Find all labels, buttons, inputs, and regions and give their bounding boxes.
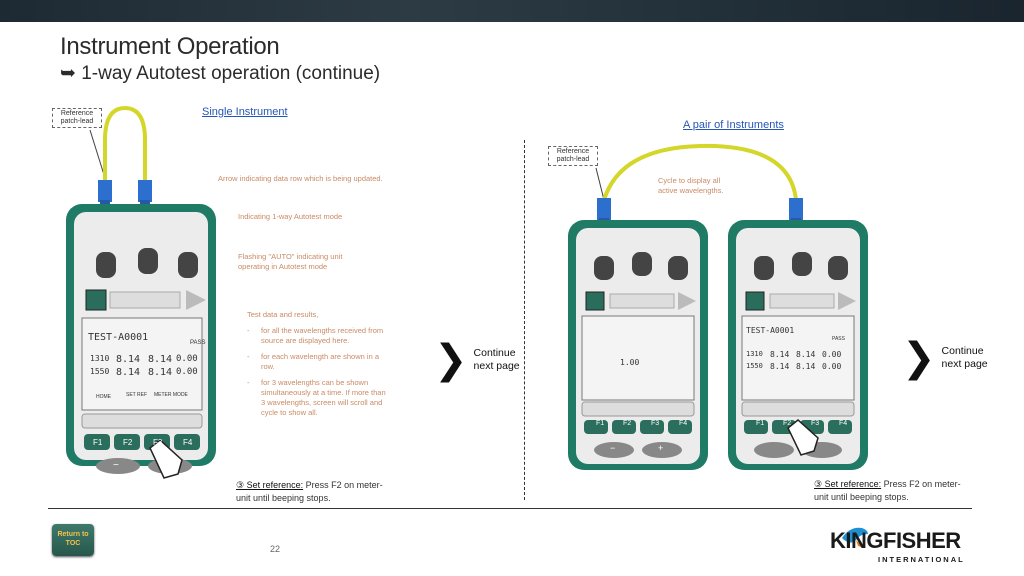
kingfisher-bird-icon (842, 527, 868, 548)
key-a-f1[interactable]: F1 (596, 420, 605, 427)
screen-row1-loss: 0.00 (176, 354, 198, 364)
screen-b-row1-value-b: 8.14 (796, 350, 816, 359)
screen-b-row2-wavelength: 1550 (746, 362, 763, 370)
reference-patch-lead-callout: Reference patch-lead (52, 108, 102, 128)
key-minus[interactable]: − (113, 460, 119, 471)
logo-subtext: INTERNATIONAL (878, 555, 965, 564)
paired-instruments-devices (568, 143, 868, 470)
toc-label: Return to TOC (57, 531, 89, 547)
logo-text: KINGFISHER (830, 528, 961, 553)
step-text: Press F2 on meter-unit until beeping sto… (236, 480, 383, 503)
return-to-toc-button[interactable]: Return to TOC (52, 524, 94, 556)
screen-test-id: TEST-A0001 (88, 332, 149, 343)
step-text: Press F2 on meter-unit until beeping sto… (814, 479, 961, 502)
key-a-f2[interactable]: F2 (623, 420, 632, 427)
annotation-results-item: for each wavelength are shown in a row. (247, 352, 387, 372)
softkey-meter-mode: METER MODE (154, 392, 188, 398)
key-a-f4[interactable]: F4 (679, 420, 688, 427)
top-banner (0, 0, 1024, 22)
section-divider (524, 140, 525, 500)
key-b-f4[interactable]: F4 (839, 420, 848, 427)
annotation-autotest-mode: Indicating 1-way Autotest mode (238, 212, 343, 221)
screen-row1-value-b: 8.14 (148, 354, 173, 365)
step-title: ③ Set reference: (236, 480, 304, 490)
screen-pass: PASS (190, 340, 206, 346)
screen-b-row1-value-a: 8.14 (770, 350, 790, 359)
annotation-test-results: Test data and results, for all the wavel… (247, 310, 387, 418)
chevron-right-icon: ❯ (902, 335, 936, 381)
screen-row2-wavelength: 1550 (90, 367, 110, 376)
page-number: 22 (270, 544, 281, 554)
key-b-f1[interactable]: F1 (756, 420, 765, 427)
annotation-results-title: Test data and results, (247, 310, 319, 319)
annotation-cycle-wavelengths: Cycle to display all active wavelengths. (658, 176, 724, 195)
pair-of-instruments-link[interactable]: A pair of Instruments (683, 119, 784, 131)
continue-next-page-right[interactable]: ❯ Continue next page (902, 335, 988, 381)
screen-b-pass: PASS (832, 336, 845, 342)
screen-row2-value-b: 8.14 (148, 367, 173, 378)
page-subtitle: ➥ 1-way Autotest operation (continue) (60, 63, 381, 84)
softkey-home: HOME (96, 394, 111, 400)
page-title: Instrument Operation (60, 33, 280, 60)
screen-b-row1-loss: 0.00 (822, 350, 842, 359)
annotation-arrow-row: Arrow indicating data row which is being… (218, 174, 383, 183)
single-instrument-link[interactable]: Single Instrument (202, 106, 288, 118)
key-b-f3[interactable]: F3 (811, 420, 820, 427)
continue-next-page-left[interactable]: ❯ Continue next page (434, 337, 520, 383)
key-a-minus[interactable]: − (610, 443, 616, 453)
annotation-results-item: for all the wavelengths received from so… (247, 326, 387, 346)
screen-b-test-id: TEST-A0001 (746, 326, 795, 335)
footer-rule (48, 508, 972, 509)
screen-b-row2-value-b: 8.14 (796, 362, 816, 371)
annotation-flashing-auto: Flashing "AUTO" indicating unit operatin… (238, 252, 343, 271)
screen-row1-value-a: 8.14 (116, 354, 141, 365)
softkey-set-ref: SET REF (126, 392, 148, 398)
annotation-results-item: for 3 wavelengths can be shown simultane… (247, 378, 387, 418)
screen-a-value: 1.00 (620, 358, 640, 367)
key-f1[interactable]: F1 (93, 438, 103, 447)
key-f4[interactable]: F4 (183, 438, 193, 447)
chevron-right-icon: ❯ (434, 337, 468, 383)
key-f2[interactable]: F2 (123, 438, 133, 447)
screen-b-row1-wavelength: 1310 (746, 350, 763, 358)
step-title: ③ Set reference: (814, 479, 882, 489)
kingfisher-logo: KINGFISHER INTERNATIONAL (830, 524, 980, 564)
key-b-f2[interactable]: F2 (783, 420, 792, 427)
step-set-reference-right: ③ Set reference: Press F2 on meter-unit … (814, 478, 964, 504)
key-a-plus[interactable]: + (658, 443, 664, 453)
reference-patch-lead-callout-right: Reference patch-lead (548, 146, 598, 166)
screen-b-row2-loss: 0.00 (822, 362, 842, 371)
screen-b-row2-value-a: 8.14 (770, 362, 790, 371)
key-a-f3[interactable]: F3 (651, 420, 660, 427)
screen-row2-value-a: 8.14 (116, 367, 141, 378)
step-set-reference-left: ③ Set reference: Press F2 on meter-unit … (236, 479, 386, 505)
single-instrument-device (66, 105, 216, 479)
screen-row2-loss: 0.00 (176, 367, 198, 377)
key-f3[interactable]: F3 (153, 438, 163, 447)
screen-row1-wavelength: 1310 (90, 354, 110, 363)
